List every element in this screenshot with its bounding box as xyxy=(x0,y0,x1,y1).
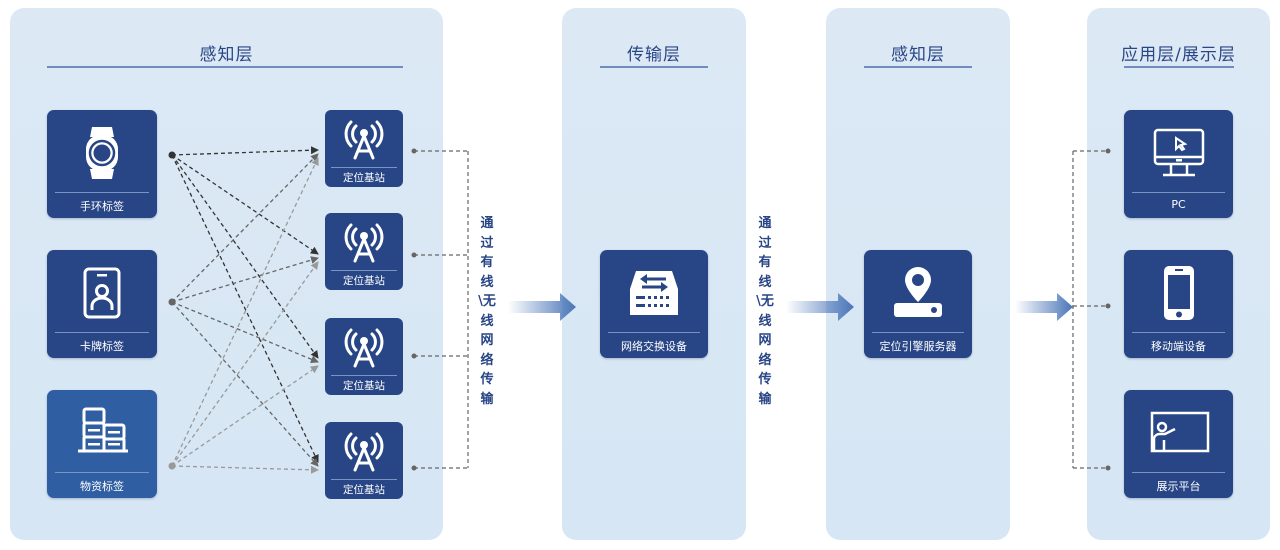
card-divider xyxy=(1132,192,1225,193)
flow-arrow-icon xyxy=(1015,293,1073,321)
desktop-monitor-icon xyxy=(1124,118,1233,188)
location-server-icon xyxy=(864,258,972,328)
panel-title: 感知层 xyxy=(891,45,945,65)
flow-arrow-icon xyxy=(786,293,854,321)
card-label: 定位引擎服务器 xyxy=(879,340,957,353)
title-divider xyxy=(47,66,403,68)
card-label: 物资标签 xyxy=(80,480,124,493)
signal-tower-icon xyxy=(325,116,403,164)
card-divider xyxy=(331,167,397,168)
card-label: 移动端设备 xyxy=(1151,340,1206,353)
app-card-mobile[interactable]: 移动端设备 xyxy=(1124,250,1233,358)
card-label: 定位基站 xyxy=(343,172,385,184)
card-divider xyxy=(872,332,964,333)
card-label: 网络交换设备 xyxy=(621,340,687,353)
card-label: 定位基站 xyxy=(343,380,385,392)
card-label: 定位基站 xyxy=(343,484,385,496)
network-switch-icon xyxy=(600,258,708,328)
signal-tower-icon xyxy=(325,219,403,267)
panel-title: 应用层/展示层 xyxy=(1121,45,1236,65)
card-divider xyxy=(55,472,149,473)
app-card-pc[interactable]: PC xyxy=(1124,110,1233,218)
card-divider xyxy=(1132,472,1225,473)
card-divider xyxy=(1132,332,1225,333)
card-divider xyxy=(331,479,397,480)
base-station-3[interactable]: 定位基站 xyxy=(325,318,403,395)
location-engine-card[interactable]: 定位引擎服务器 xyxy=(864,250,972,358)
smartphone-icon xyxy=(1124,258,1233,328)
panel-title: 传输层 xyxy=(627,45,681,65)
flow-arrow-icon xyxy=(508,293,576,321)
link-text-wired-wireless: 通过有线\无线网络传输 xyxy=(478,216,496,407)
title-divider xyxy=(1124,66,1234,68)
card-divider xyxy=(608,332,700,333)
tag-card-badge[interactable]: 卡牌标签 xyxy=(47,250,157,358)
base-station-1[interactable]: 定位基站 xyxy=(325,110,403,187)
link-text-wired-wireless-2: 通过有线\无线网络传输 xyxy=(756,216,774,407)
presentation-board-icon xyxy=(1124,398,1233,468)
card-divider xyxy=(331,270,397,271)
app-card-display[interactable]: 展示平台 xyxy=(1124,390,1233,498)
card-label: 手环标签 xyxy=(80,200,124,213)
card-label: 展示平台 xyxy=(1156,480,1201,493)
base-station-4[interactable]: 定位基站 xyxy=(325,422,403,499)
network-switch-card[interactable]: 网络交换设备 xyxy=(600,250,708,358)
panel-title: 感知层 xyxy=(199,45,254,65)
signal-tower-icon xyxy=(325,428,403,476)
title-divider xyxy=(864,66,972,68)
id-badge-icon xyxy=(47,258,157,328)
title-divider xyxy=(600,66,708,68)
smartwatch-icon xyxy=(47,118,157,188)
tag-card-wristband[interactable]: 手环标签 xyxy=(47,110,157,218)
card-divider xyxy=(55,332,149,333)
card-label: PC xyxy=(1171,198,1186,211)
card-label: 卡牌标签 xyxy=(80,340,124,353)
card-label: 定位基站 xyxy=(343,275,385,287)
card-divider xyxy=(55,192,149,193)
signal-tower-icon xyxy=(325,324,403,372)
card-divider xyxy=(331,375,397,376)
goods-shelf-icon xyxy=(47,398,157,468)
tag-card-goods[interactable]: 物资标签 xyxy=(47,390,157,498)
base-station-2[interactable]: 定位基站 xyxy=(325,213,403,290)
